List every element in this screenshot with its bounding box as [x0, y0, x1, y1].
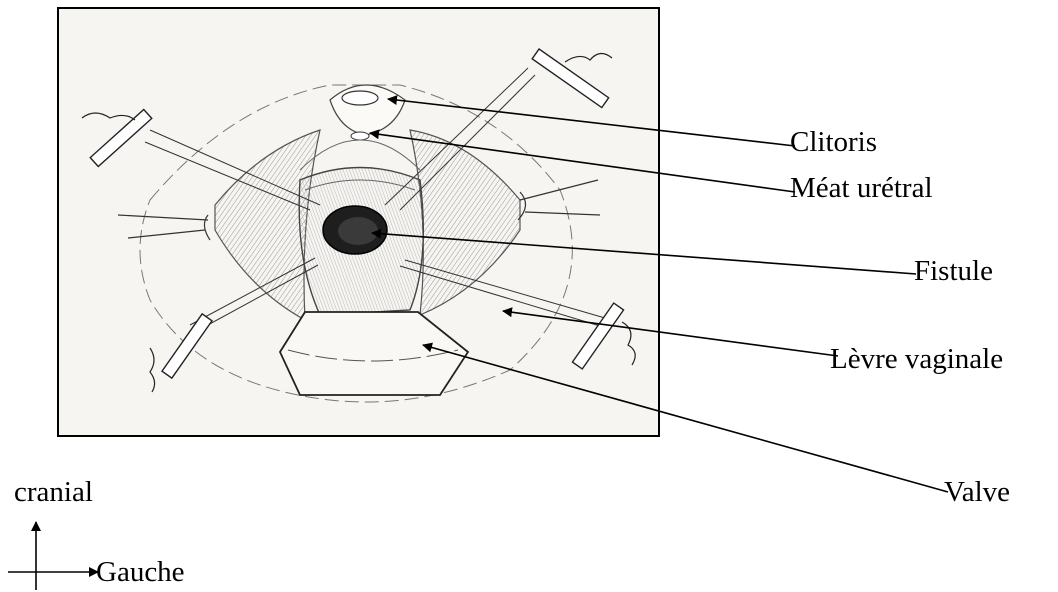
label-fistule: Fistule [914, 257, 993, 286]
label-levre-vaginale: Lèvre vaginale [830, 345, 1003, 374]
fistula-inner [338, 217, 378, 245]
clitoris-shape [342, 91, 378, 105]
label-gauche: Gauche [96, 558, 185, 587]
label-valve: Valve [944, 478, 1010, 507]
label-clitoris: Clitoris [790, 128, 877, 157]
label-cranial: cranial [14, 478, 93, 507]
label-meat-uretral: Méat urétral [790, 174, 933, 203]
surgical-illustration [58, 8, 659, 436]
meatus-shape [351, 132, 369, 140]
